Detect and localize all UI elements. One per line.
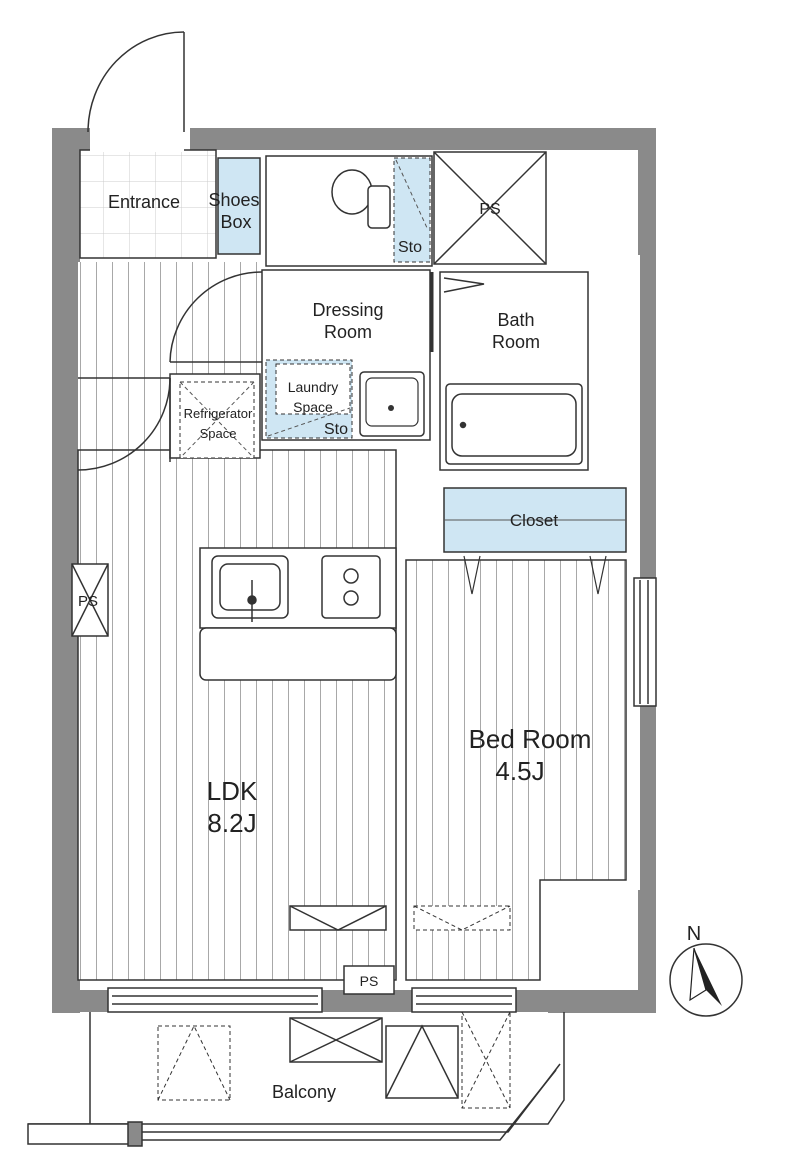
label-storage-laundry: Sto (324, 421, 348, 438)
closet (443, 487, 627, 595)
bedroom (405, 559, 627, 981)
label-ps-left: PS (78, 593, 98, 610)
bedroom-window (633, 577, 657, 707)
bath-room (430, 271, 589, 471)
label-shoes-box-1: Shoes (208, 190, 259, 210)
entrance-area (79, 138, 217, 259)
north-arrow-icon (694, 948, 722, 1006)
label-ldk-name: LDK (207, 776, 258, 806)
label-closet: Closet (510, 511, 558, 530)
label-ps-bottom: PS (360, 973, 379, 989)
label-refrigerator-2: Space (200, 426, 237, 441)
laundry-space (265, 359, 353, 439)
kitchen-counter (199, 547, 397, 681)
label-bedroom-name: Bed Room (469, 724, 592, 754)
label-balcony: Balcony (272, 1082, 336, 1102)
refrigerator-space (169, 373, 261, 459)
ps-shaft-top (433, 151, 547, 265)
label-laundry-2: Space (293, 399, 333, 415)
label-bath-2: Room (492, 332, 540, 352)
shoes-box (217, 157, 261, 255)
label-dressing-2: Room (324, 322, 372, 342)
label-shoes-box-2: Box (220, 212, 251, 232)
label-bedroom-size: 4.5J (495, 756, 544, 786)
ps-shaft-bottom (343, 965, 395, 995)
ldk-doors (77, 271, 263, 471)
label-compass-n: N (687, 923, 701, 945)
storage-top (393, 157, 431, 263)
north-compass (669, 943, 743, 1017)
label-laundry-1: Laundry (288, 379, 339, 395)
label-ldk-size: 8.2J (207, 808, 256, 838)
label-ps-top: PS (479, 201, 500, 218)
balcony-windows (107, 987, 517, 1013)
ps-shaft-left (71, 563, 109, 637)
label-dressing-1: Dressing (312, 300, 383, 320)
floor-units (289, 905, 511, 931)
label-refrigerator-1: Refrigerator (184, 406, 253, 421)
label-bath-1: Bath (497, 310, 534, 330)
labels: Entrance Shoes Box Sto PS Dressing Room … (78, 190, 701, 1102)
entry-door (87, 31, 185, 133)
balcony (27, 1011, 565, 1147)
label-entrance: Entrance (108, 192, 180, 212)
label-storage-top: Sto (398, 239, 422, 256)
